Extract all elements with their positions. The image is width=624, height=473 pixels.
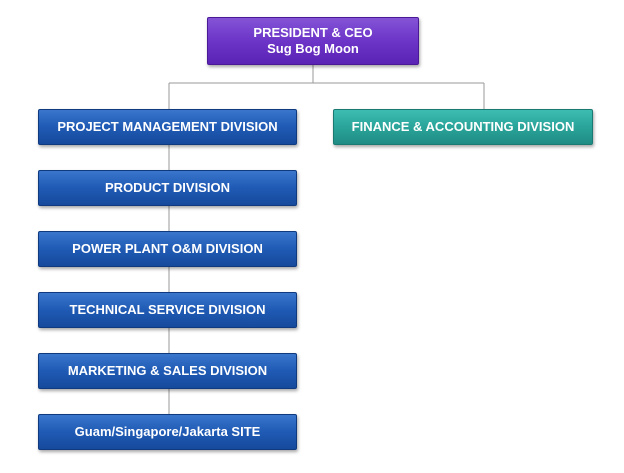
division-label: PRODUCT DIVISION (105, 180, 230, 195)
division-label: PROJECT MANAGEMENT DIVISION (57, 119, 278, 134)
division-label: FINANCE & ACCOUNTING DIVISION (351, 119, 575, 134)
division-technical-service: TECHNICAL SERVICE DIVISION (38, 292, 297, 328)
division-project-management: PROJECT MANAGEMENT DIVISION (38, 109, 297, 145)
division-label: POWER PLANT O&M DIVISION (72, 241, 263, 256)
division-power-plant-om: POWER PLANT O&M DIVISION (38, 231, 297, 267)
ceo-title: PRESIDENT & CEO (253, 25, 373, 40)
division-label: MARKETING & SALES DIVISION (67, 363, 268, 378)
division-label: TECHNICAL SERVICE DIVISION (69, 302, 266, 317)
division-finance-accounting: FINANCE & ACCOUNTING DIVISION (333, 109, 593, 145)
ceo-box: PRESIDENT & CEO Sug Bog Moon (207, 17, 419, 65)
ceo-name: Sug Bog Moon (267, 41, 359, 56)
division-marketing-sales: MARKETING & SALES DIVISION (38, 353, 297, 389)
division-product: PRODUCT DIVISION (38, 170, 297, 206)
division-label: Guam/Singapore/Jakarta SITE (74, 424, 261, 439)
division-overseas-sites: Guam/Singapore/Jakarta SITE (38, 414, 297, 450)
